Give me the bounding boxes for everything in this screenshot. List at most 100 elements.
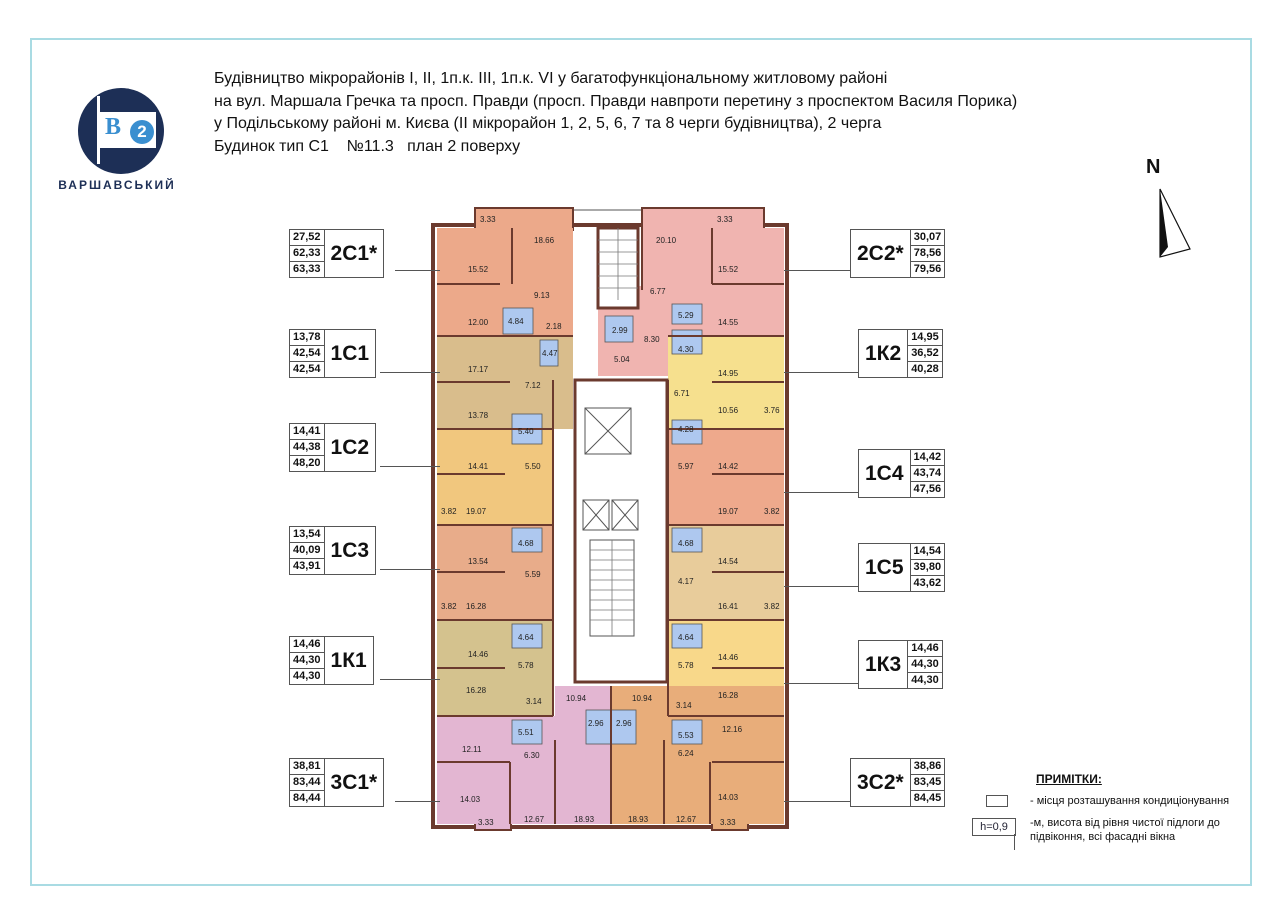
room-label: 5.50: [525, 462, 541, 471]
room-label: 14.55: [718, 318, 739, 327]
room-label: 17.17: [468, 365, 489, 374]
bath-3c2: [671, 719, 703, 745]
room-label: 10.94: [566, 694, 587, 703]
room-label: 3.33: [720, 818, 736, 827]
leader-line: [395, 270, 440, 271]
room-label: 3.82: [441, 507, 457, 516]
room-label: 3.33: [480, 215, 496, 224]
area-with-balcony: 43,91: [293, 560, 321, 572]
logo-letter: В: [105, 114, 122, 140]
area-total: 44,38: [290, 440, 324, 456]
area-with-balcony: 48,20: [293, 457, 321, 469]
bath-1c5: [671, 527, 703, 553]
bath-1k1: [511, 623, 543, 649]
apartment-code: 3С2*: [857, 770, 904, 794]
leader-line: [784, 372, 858, 373]
apartment-code: 1С3: [330, 538, 370, 562]
apartment-code: 2С2*: [857, 241, 904, 265]
area-with-balcony: 40,28: [911, 363, 939, 375]
area-living: 27,52: [290, 230, 324, 246]
page-frame: [30, 38, 1252, 886]
room-label: 3.14: [676, 701, 692, 710]
leader-line: [380, 679, 440, 680]
area-with-balcony: 44,30: [293, 670, 321, 682]
apartment-code: 1С4: [865, 461, 904, 485]
apartment-code: 1К3: [865, 652, 902, 676]
room-label: 4.68: [678, 539, 694, 548]
room-label: 6.30: [524, 751, 540, 760]
room-label: 13.78: [468, 411, 489, 420]
notes-title: ПРИМІТКИ:: [1036, 772, 1102, 786]
area-living: 30,07: [910, 230, 945, 246]
bath-2c2-b: [671, 303, 703, 325]
bath-2c2-a: [604, 315, 634, 343]
north-arrow: N: [1144, 156, 1192, 264]
area-with-balcony: 79,56: [913, 263, 942, 275]
room-label: 3.33: [717, 215, 733, 224]
bath-2c1: [502, 307, 534, 335]
room-label: 8.30: [644, 335, 660, 344]
room-label: 20.10: [656, 236, 677, 245]
room-label: 10.56: [718, 406, 739, 415]
room-label: 5.51: [518, 728, 534, 737]
room-label: 7.12: [525, 381, 541, 390]
room-label: 12.67: [524, 815, 545, 824]
room-label: 5.53: [678, 731, 694, 740]
bath-1k2: [671, 329, 703, 355]
bath-1c1: [539, 339, 559, 367]
area-living: 14,46: [908, 641, 942, 657]
room-label: 15.52: [468, 265, 489, 274]
leader-line: [380, 372, 440, 373]
logo-flag-pole: [97, 96, 100, 164]
area-with-balcony: 44,30: [911, 674, 939, 686]
room-label: 3.76: [764, 406, 780, 415]
room-label: 4.28: [678, 425, 694, 434]
room-label: 6.24: [678, 749, 694, 758]
logo-number: 2: [130, 120, 154, 144]
apartment-code: 1К1: [330, 648, 367, 672]
room-label: 3.33: [478, 818, 494, 827]
title-line-3: у Подільському районі м. Києва (ІІ мікро…: [214, 115, 882, 132]
room-label: 14.46: [718, 653, 739, 662]
room-label: 12.16: [722, 725, 743, 734]
ac-symbol: [986, 795, 1008, 807]
leader-line: [784, 801, 850, 802]
sill-height-box: h=0,9: [972, 818, 1016, 836]
room-label: 14.95: [718, 369, 739, 378]
room-label: 12.11: [462, 745, 482, 754]
room-label: 4.30: [678, 345, 694, 354]
area-with-balcony: 63,33: [293, 263, 321, 275]
room-label: 16.28: [466, 602, 487, 611]
bath-1c3: [511, 527, 543, 553]
room-label: 14.41: [468, 462, 489, 471]
apt-1c4: [668, 429, 784, 525]
room-label: 5.04: [614, 355, 630, 364]
leader-line: [784, 492, 858, 493]
room-label: 14.46: [468, 650, 489, 659]
room-label: 12.67: [676, 815, 697, 824]
room-label: 5.40: [518, 427, 534, 436]
area-living: 13,78: [290, 330, 324, 346]
note-sill: -м, висота від рівня чистої підлоги до п…: [1030, 817, 1220, 843]
bath-1k3: [671, 623, 703, 649]
room-label: 5.78: [678, 661, 694, 670]
room-label: 3.82: [764, 507, 780, 516]
title-line-1: Будівництво мікрорайонів І, ІІ, 1п.к. ІІ…: [214, 70, 888, 87]
area-living: 38,81: [290, 759, 324, 775]
room-label: 13.54: [468, 557, 489, 566]
room-label: 9.13: [534, 291, 550, 300]
area-living: 14,46: [290, 637, 324, 653]
room-label: 6.71: [674, 389, 690, 398]
area-living: 14,42: [910, 450, 945, 466]
area-with-balcony: 47,56: [913, 483, 942, 495]
area-living: 14,95: [908, 330, 942, 346]
area-total: 78,56: [910, 246, 945, 262]
room-label: 4.47: [542, 349, 558, 358]
